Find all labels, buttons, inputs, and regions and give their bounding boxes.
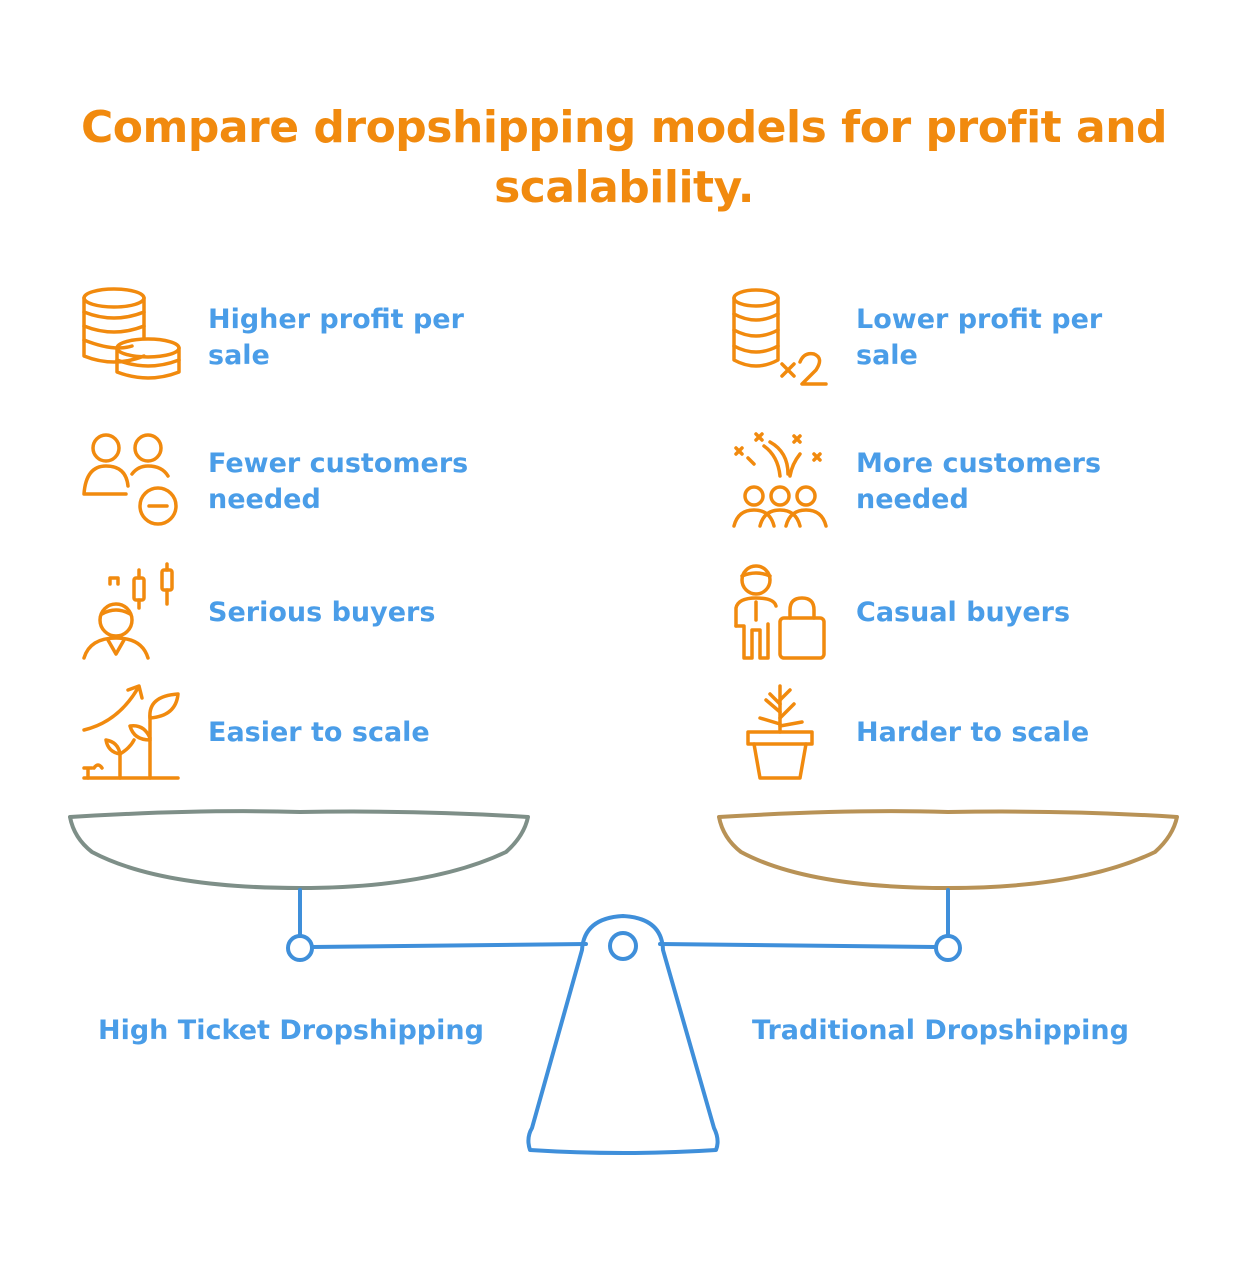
right-item-label: Harder to scale <box>856 717 1090 748</box>
celebrating-crowd-icon <box>730 430 830 530</box>
left-item-label: Fewer customers needed <box>208 448 469 515</box>
coin-stack-times-two-icon <box>730 286 830 386</box>
right-item-label: Lower profit per sale <box>856 304 1103 371</box>
users-minus-icon <box>82 430 182 530</box>
right-item-label: More customers needed <box>856 448 1102 515</box>
coin-stacks-icon <box>82 286 182 386</box>
left-item-label: Higher profit per sale <box>208 304 464 371</box>
investor-chart-icon <box>82 562 182 662</box>
right-item-label: Casual buyers <box>856 597 1071 628</box>
scale-beam <box>286 888 962 962</box>
growth-plant-icon <box>82 682 182 782</box>
left-model-label: High Ticket Dropshipping <box>98 1015 484 1046</box>
left-item-label: Serious buyers <box>208 597 436 628</box>
shopper-bag-icon <box>730 562 830 662</box>
left-item-label: Easier to scale <box>208 717 430 748</box>
left-pan <box>68 809 530 890</box>
page-title: Compare dropshipping models for profit a… <box>80 102 1168 213</box>
right-model-label: Traditional Dropshipping <box>752 1015 1129 1046</box>
potted-plant-icon <box>730 682 830 782</box>
scale-stand <box>526 914 720 1155</box>
right-pan <box>717 809 1179 890</box>
